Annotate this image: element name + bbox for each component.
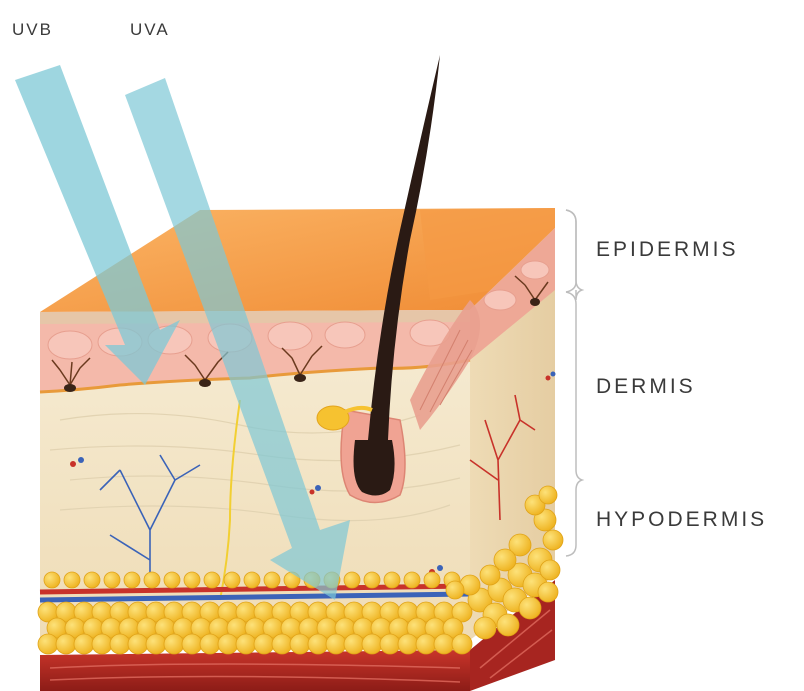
fat-cell xyxy=(344,634,364,654)
fat-cell xyxy=(474,617,496,639)
dermis-label: DERMIS xyxy=(596,375,696,399)
fat-cell xyxy=(254,634,274,654)
fat-cell xyxy=(184,572,200,588)
fat-cell xyxy=(218,634,238,654)
fat-cell xyxy=(519,597,541,619)
hypodermis-label: HYPODERMIS xyxy=(596,508,767,532)
fat-cell xyxy=(144,572,160,588)
hair-bulb xyxy=(354,440,395,496)
fat-cell xyxy=(264,572,280,588)
fat-cell xyxy=(92,634,112,654)
fat-cell xyxy=(84,572,100,588)
fat-cell xyxy=(362,634,382,654)
fat-cell xyxy=(308,634,328,654)
fat-cell xyxy=(539,486,557,504)
fat-cell xyxy=(128,634,148,654)
epidermis-stratum xyxy=(40,310,470,324)
fat-cell xyxy=(543,530,563,550)
fat-cell xyxy=(364,572,380,588)
fat-cell xyxy=(244,572,260,588)
fat-cell xyxy=(416,634,436,654)
epidermis-label: EPIDERMIS xyxy=(596,238,739,262)
layer-brackets xyxy=(566,210,582,556)
fat-cell xyxy=(272,634,292,654)
fat-cell xyxy=(110,634,130,654)
fat-cell xyxy=(224,572,240,588)
fat-cell xyxy=(182,634,202,654)
fat-cell xyxy=(540,560,560,580)
fat-cell xyxy=(204,572,220,588)
fat-cell xyxy=(452,634,472,654)
fat-cell xyxy=(480,565,500,585)
fat-cell xyxy=(497,614,519,636)
fat-cell xyxy=(146,634,166,654)
muscle-layer-front xyxy=(40,650,470,691)
fat-cell xyxy=(74,634,94,654)
fat-cell xyxy=(236,634,256,654)
fat-cell xyxy=(538,582,558,602)
fat-cell xyxy=(424,572,440,588)
fat-cell xyxy=(64,572,80,588)
fat-cell xyxy=(326,634,346,654)
fat-cell xyxy=(290,634,310,654)
fat-cell xyxy=(446,581,464,599)
fat-cell xyxy=(44,572,60,588)
fat-cell xyxy=(434,634,454,654)
fat-cell xyxy=(398,634,418,654)
fat-cell xyxy=(164,572,180,588)
fat-cell xyxy=(380,634,400,654)
fat-cell xyxy=(384,572,400,588)
fat-cell xyxy=(38,634,58,654)
fat-cell xyxy=(56,634,76,654)
fat-cell xyxy=(404,572,420,588)
fat-cell xyxy=(200,634,220,654)
uvb-label: UVB xyxy=(12,20,53,40)
fat-cell xyxy=(164,634,184,654)
fat-cell xyxy=(124,572,140,588)
uva-label: UVA xyxy=(130,20,170,40)
fat-cell xyxy=(344,572,360,588)
fat-cell xyxy=(104,572,120,588)
